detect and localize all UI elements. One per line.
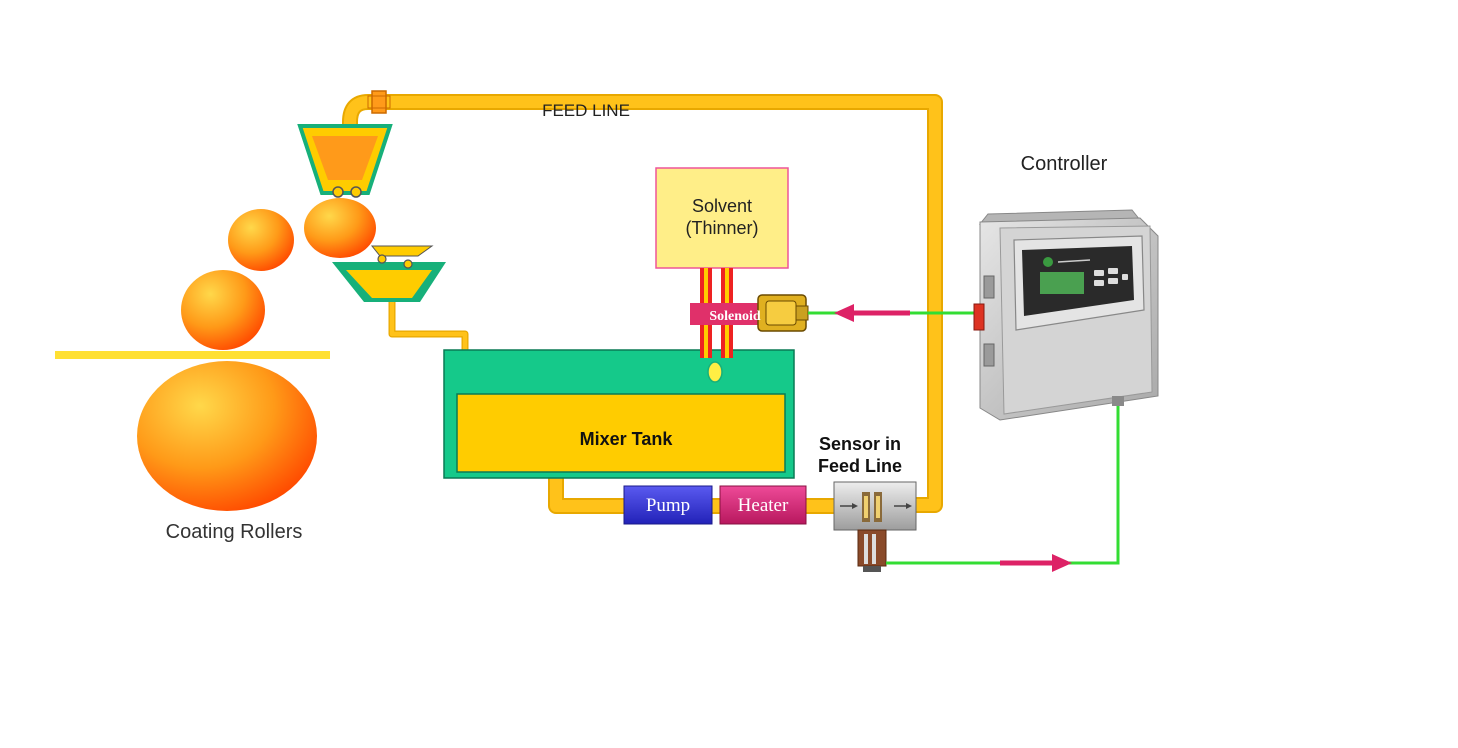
mixer-tank-label: Mixer Tank xyxy=(580,429,674,449)
pump-label: Pump xyxy=(646,495,690,516)
sensor-label-line1: Sensor in xyxy=(819,434,901,454)
sensor-label-line2: Feed Line xyxy=(818,456,902,476)
mixer-tank xyxy=(443,349,795,479)
roller-bottom xyxy=(137,361,317,511)
sensor-device-icon xyxy=(833,481,917,572)
solvent-label-line2: (Thinner) xyxy=(685,218,758,238)
pump-block xyxy=(623,485,713,525)
solvent-label-line1: Solvent xyxy=(692,196,752,216)
coating-rollers-label: Coating Rollers xyxy=(166,521,303,543)
feed-line-pipe xyxy=(342,94,943,513)
collection-tray xyxy=(332,245,446,302)
solenoid-valve-icon xyxy=(690,294,809,332)
feed-line-label: FEED LINE xyxy=(542,101,630,120)
coating-rollers xyxy=(55,198,376,511)
solenoid-label: Solenoid xyxy=(709,309,761,324)
heater-label: Heater xyxy=(738,495,789,516)
signal-arrow-icon xyxy=(1000,554,1072,572)
roller-lower-left xyxy=(181,270,265,350)
controller-unit-icon xyxy=(973,209,1159,421)
sensor-to-controller-wire xyxy=(886,400,1120,565)
controller-label: Controller xyxy=(1021,153,1108,175)
roller-middle xyxy=(228,209,294,271)
pipe-coupling xyxy=(367,90,391,114)
solvent-tank xyxy=(655,167,789,269)
heater-block xyxy=(719,485,807,525)
roller-top xyxy=(304,198,376,258)
feed-hopper xyxy=(297,124,393,198)
signal-arrow-icon xyxy=(834,304,910,322)
